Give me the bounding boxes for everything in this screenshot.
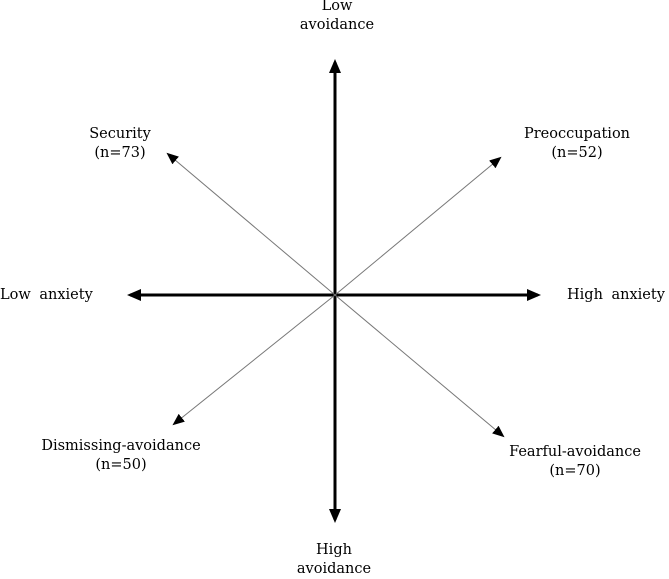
fearful-avoidance-diagonal [334, 294, 505, 438]
security-diagonal [166, 152, 336, 296]
preoccupation-diagonal [334, 156, 502, 296]
label-low-anxiety: Low anxiety [0, 287, 93, 303]
label-high-anxiety: High anxiety [567, 287, 665, 303]
label-preoccupation: Preoccupation (n=52) [523, 126, 631, 161]
label-security: Security (n=73) [89, 126, 151, 161]
label-dismissing-avoidance: Dismissing-avoidance (n=50) [41, 438, 201, 473]
label-fearful-avoidance: Fearful-avoidance (n=70) [509, 444, 641, 479]
label-high-avoidance: High avoidance [296, 542, 372, 577]
label-low-avoidance: Low avoidance [299, 0, 375, 33]
dismissing-avoidance-diagonal [172, 294, 336, 426]
